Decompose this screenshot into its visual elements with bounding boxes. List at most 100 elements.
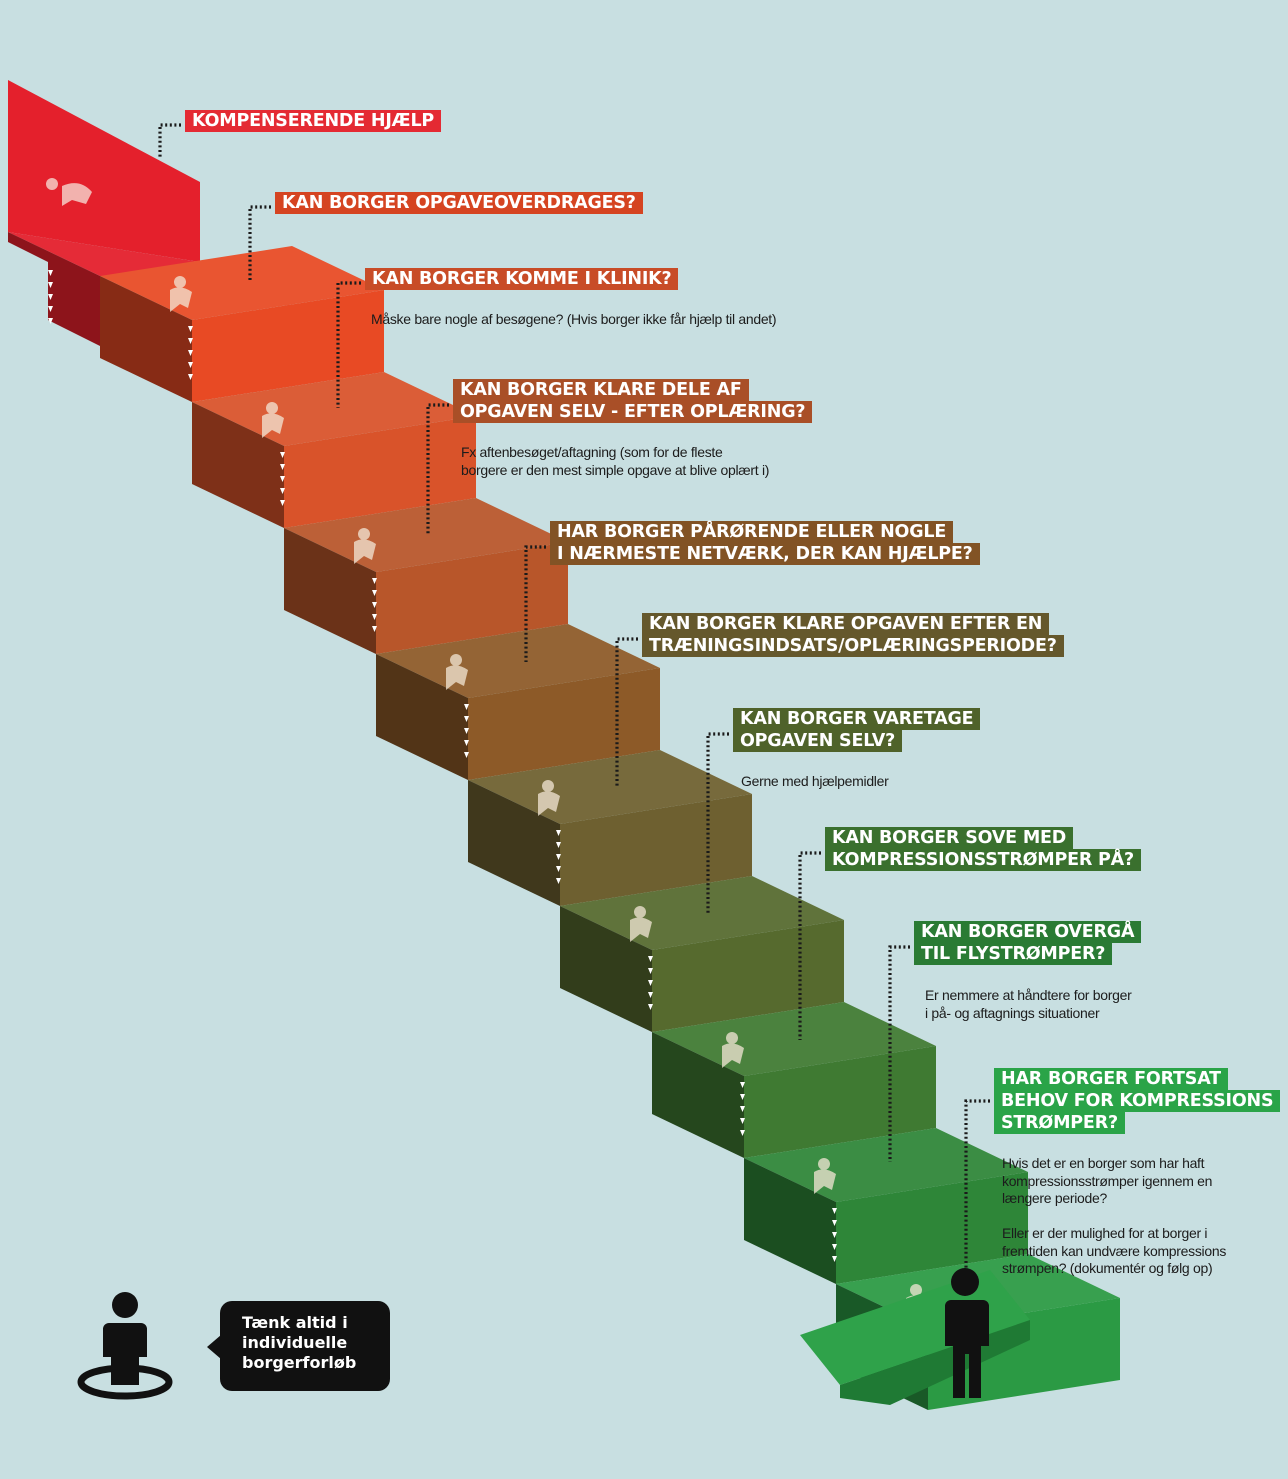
step-label-line: TRÆNINGSINDSATS/OPLÆRINGSPERIODE? (642, 635, 1064, 657)
step-marker (48, 282, 53, 288)
step-label-line: KOMPRESSIONSSTRØMPER PÅ? (825, 849, 1141, 871)
step-marker (188, 362, 193, 368)
step-marker (648, 956, 653, 962)
connector-3 (336, 281, 361, 408)
step-marker (280, 476, 285, 482)
connector-1 (158, 123, 181, 158)
step-label-line: KAN BORGER KLARE OPGAVEN EFTER EN (642, 613, 1050, 635)
step-marker (464, 740, 469, 746)
individual-person-icon (75, 1290, 175, 1400)
step-label-line: KOMPENSERENDE HJÆLP (185, 110, 442, 132)
step-label-line: STRØMPER? (994, 1112, 1125, 1134)
step-label-line: HAR BORGER PÅRØRENDE ELLER NOGLE (550, 521, 954, 543)
step-marker (556, 866, 561, 872)
connector-6 (615, 637, 638, 788)
care-icon (46, 178, 92, 206)
connector-4 (426, 403, 449, 534)
step-label-line: KAN BORGER SOVE MED (825, 827, 1074, 849)
step-marker (464, 752, 469, 758)
step-label-line: OPGAVEN SELV - EFTER OPLÆRING? (453, 401, 813, 423)
step-marker (556, 878, 561, 884)
step-marker (740, 1082, 745, 1088)
connector-2 (248, 205, 271, 282)
step-marker (740, 1106, 745, 1112)
step-marker (372, 602, 377, 608)
delegate-arrow-icon (170, 276, 192, 312)
relatives-icon (446, 654, 468, 690)
step-label-2: KAN BORGER OPGAVEOVERDRAGES? (275, 192, 643, 214)
step-marker (648, 980, 653, 986)
step-marker (372, 590, 377, 596)
stair-step-9 (744, 1128, 1028, 1284)
step-label-line: TIL FLYSTRØMPER? (914, 943, 1113, 965)
step-marker (832, 1220, 837, 1226)
step-marker (188, 326, 193, 332)
sleeping-person-icon (722, 1032, 744, 1068)
bubble-tail (207, 1335, 221, 1359)
step-marker (740, 1130, 745, 1136)
step-note-10: Hvis det er en borger som har haft kompr… (1002, 1155, 1227, 1276)
step-marker (372, 578, 377, 584)
stair-step-4 (284, 498, 568, 654)
step-label-1: KOMPENSERENDE HJÆLP (185, 110, 442, 132)
step-marker (832, 1244, 837, 1250)
step-marker (48, 306, 53, 312)
step-marker (832, 1208, 837, 1214)
seated-person-icon (262, 402, 284, 438)
step-marker (188, 338, 193, 344)
connector-10 (964, 1099, 990, 1268)
step-marker (372, 626, 377, 632)
training-icon (538, 780, 560, 816)
step-note-7: Gerne med hjælpemidler (741, 773, 889, 789)
step-marker (48, 318, 53, 324)
citizen-figure-icon (945, 1268, 989, 1398)
step-label-line: HAR BORGER FORTSAT (994, 1068, 1228, 1090)
connector-9 (888, 945, 910, 1162)
step-marker (464, 728, 469, 734)
stair-step-8 (652, 1002, 936, 1158)
step-label-line: I NÆRMESTE NETVÆRK, DER KAN HJÆLPE? (550, 543, 980, 565)
connector-5 (524, 545, 546, 662)
step-marker (48, 294, 53, 300)
step-marker (464, 704, 469, 710)
stair-step-2 (100, 246, 384, 402)
step-marker (648, 1004, 653, 1010)
step-note-3: Måske bare nogle af besøgene? (Hvis borg… (371, 311, 777, 327)
step-marker (48, 270, 53, 276)
step-marker (188, 374, 193, 380)
step-marker (556, 842, 561, 848)
step-label-line: KAN BORGER OPGAVEOVERDRAGES? (275, 192, 643, 214)
stair-step-6 (468, 750, 752, 906)
step-marker (280, 452, 285, 458)
step-label-line: OPGAVEN SELV? (733, 730, 903, 752)
step-label-line: KAN BORGER OVERGÅ (914, 921, 1142, 943)
step-marker (280, 464, 285, 470)
step-label-3: KAN BORGER KOMME I KLINIK? (365, 268, 679, 290)
step-marker (832, 1232, 837, 1238)
stair-step-5 (376, 624, 660, 780)
step-label-line: KAN BORGER KLARE DELE AF (453, 379, 749, 401)
step-label-line: KAN BORGER KOMME I KLINIK? (365, 268, 679, 290)
step-marker (372, 614, 377, 620)
step-label-line: KAN BORGER VARETAGE (733, 708, 981, 730)
step-marker (832, 1256, 837, 1262)
step-note-9: Er nemmere at håndtere for borger i på- … (925, 987, 1132, 1021)
step-marker (464, 716, 469, 722)
step-marker (556, 830, 561, 836)
self-care-arrow-icon (630, 906, 652, 942)
stair-step-7 (560, 876, 844, 1032)
step-marker (740, 1118, 745, 1124)
reminder-bubble: Tænk altid i individuelle borgerforløb (207, 1301, 390, 1391)
step-marker (648, 992, 653, 998)
step-marker (188, 350, 193, 356)
step-note-4: Fx aftenbesøget/aftagning (som for de fl… (461, 444, 770, 478)
step-label-line: BEHOV FOR KOMPRESSIONS (994, 1090, 1281, 1112)
hands-icon (814, 1158, 836, 1194)
